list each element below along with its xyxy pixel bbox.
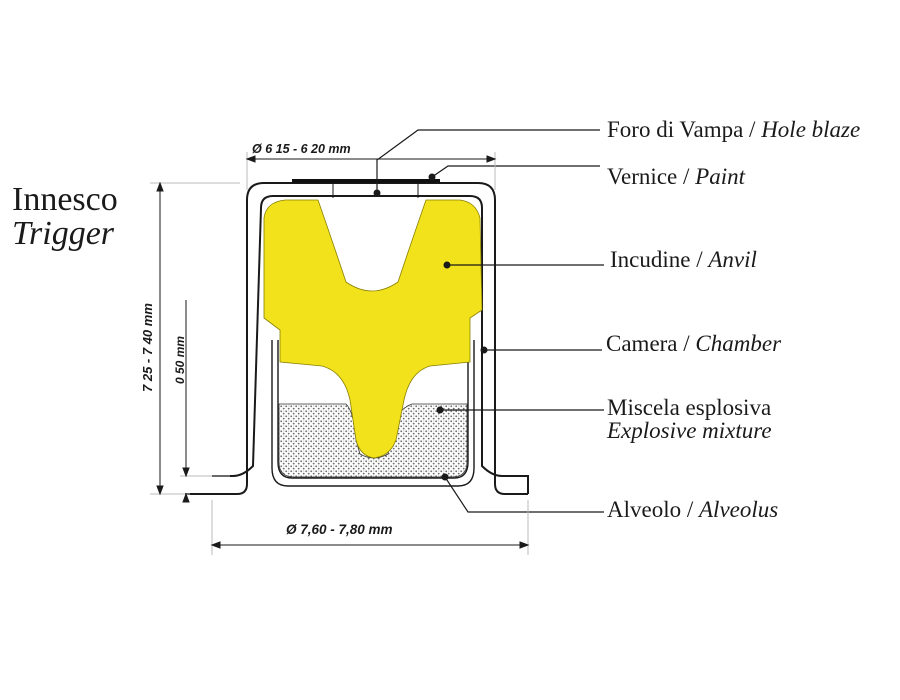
chamber-lining: [271, 340, 475, 487]
label-chamber: Camera / Chamber: [606, 331, 782, 356]
separator: /: [677, 164, 695, 189]
leader-lines: [376, 129, 604, 513]
title-line2: Trigger: [12, 215, 115, 252]
separator: /: [681, 497, 699, 522]
separator: /: [678, 331, 696, 356]
outer-diameter-label: Ø 7,60 - 7,80 mm: [286, 522, 393, 537]
label-hole-blaze: Foro di Vampa / Hole blaze: [607, 117, 860, 142]
label-anvil: Incudine / Anvil: [610, 247, 757, 272]
label-alveolus: Alveolo / Alveolus: [607, 497, 778, 522]
leader-dots: [373, 173, 488, 481]
separator: /: [743, 117, 761, 142]
anvil: [263, 199, 483, 459]
label-mixture-en: Explosive mixture: [606, 418, 772, 443]
title-line1: Innesco: [12, 181, 118, 218]
dimension-lines: [150, 152, 530, 555]
separator: /: [690, 247, 708, 272]
inner-diameter-label: Ø 6 15 - 6 20 mm: [252, 142, 351, 156]
label-paint: Vernice / Paint: [607, 164, 746, 189]
height-label: 7 25 - 7 40 mm: [140, 303, 155, 392]
flange-label: 0 50 mm: [173, 336, 187, 384]
label-mixture-it: Miscela esplosiva: [607, 395, 771, 420]
